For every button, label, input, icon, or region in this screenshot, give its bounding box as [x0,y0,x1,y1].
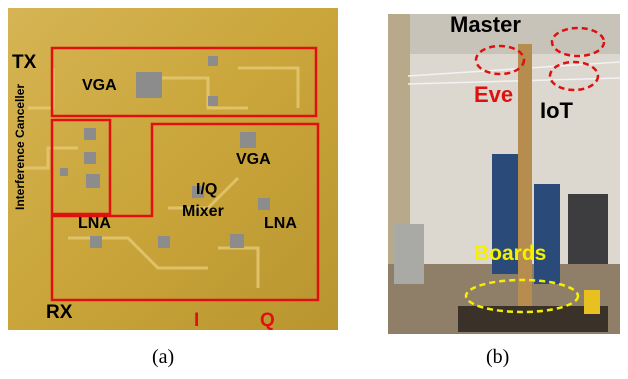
lna-right-label: LNA [264,215,297,232]
iq-label: I/Q [196,181,217,198]
master-label: Master [450,14,521,37]
i-label: I [194,310,199,330]
vga-tx-label: VGA [82,77,117,94]
tx-box [50,46,318,118]
boards-label: Boards [474,242,546,265]
chip-pads [60,56,270,248]
tx-label: TX [12,52,37,73]
wooden-pole [518,44,532,308]
caption-a: (a) [152,346,175,368]
lna-left-label: LNA [78,215,111,232]
instrument-left [394,224,424,284]
q-label: Q [260,310,275,330]
block-outlines [50,46,320,302]
highlight-ellipses [474,26,606,92]
lab-photo: Master Eve IoT Boards [388,14,620,334]
chip-photo: TX VGA Interference Canceller VGA I/Q Mi… [8,8,338,330]
multimeter [584,290,600,314]
canceller-box [50,118,112,216]
eve-label: Eve [474,82,513,107]
chip-substrate [8,8,338,330]
mixer-label: Mixer [182,203,224,220]
iot-ellipse [548,60,600,92]
master-ellipse [550,26,606,58]
bench [458,306,608,332]
caption-b: (b) [486,346,510,368]
eve-ellipse [474,44,526,76]
rx-label: RX [46,302,73,323]
canceller-label: Interference Canceller [13,84,27,210]
iot-label: IoT [540,98,574,123]
boards-ellipse [464,278,580,314]
vga-rx-label: VGA [236,151,271,168]
rx-box [50,122,320,302]
absorber-panels [492,154,608,284]
chip-photo-panel: TX VGA Interference Canceller VGA I/Q Mi… [8,8,338,330]
lab-photo-panel: Master Eve IoT Boards [388,14,620,334]
